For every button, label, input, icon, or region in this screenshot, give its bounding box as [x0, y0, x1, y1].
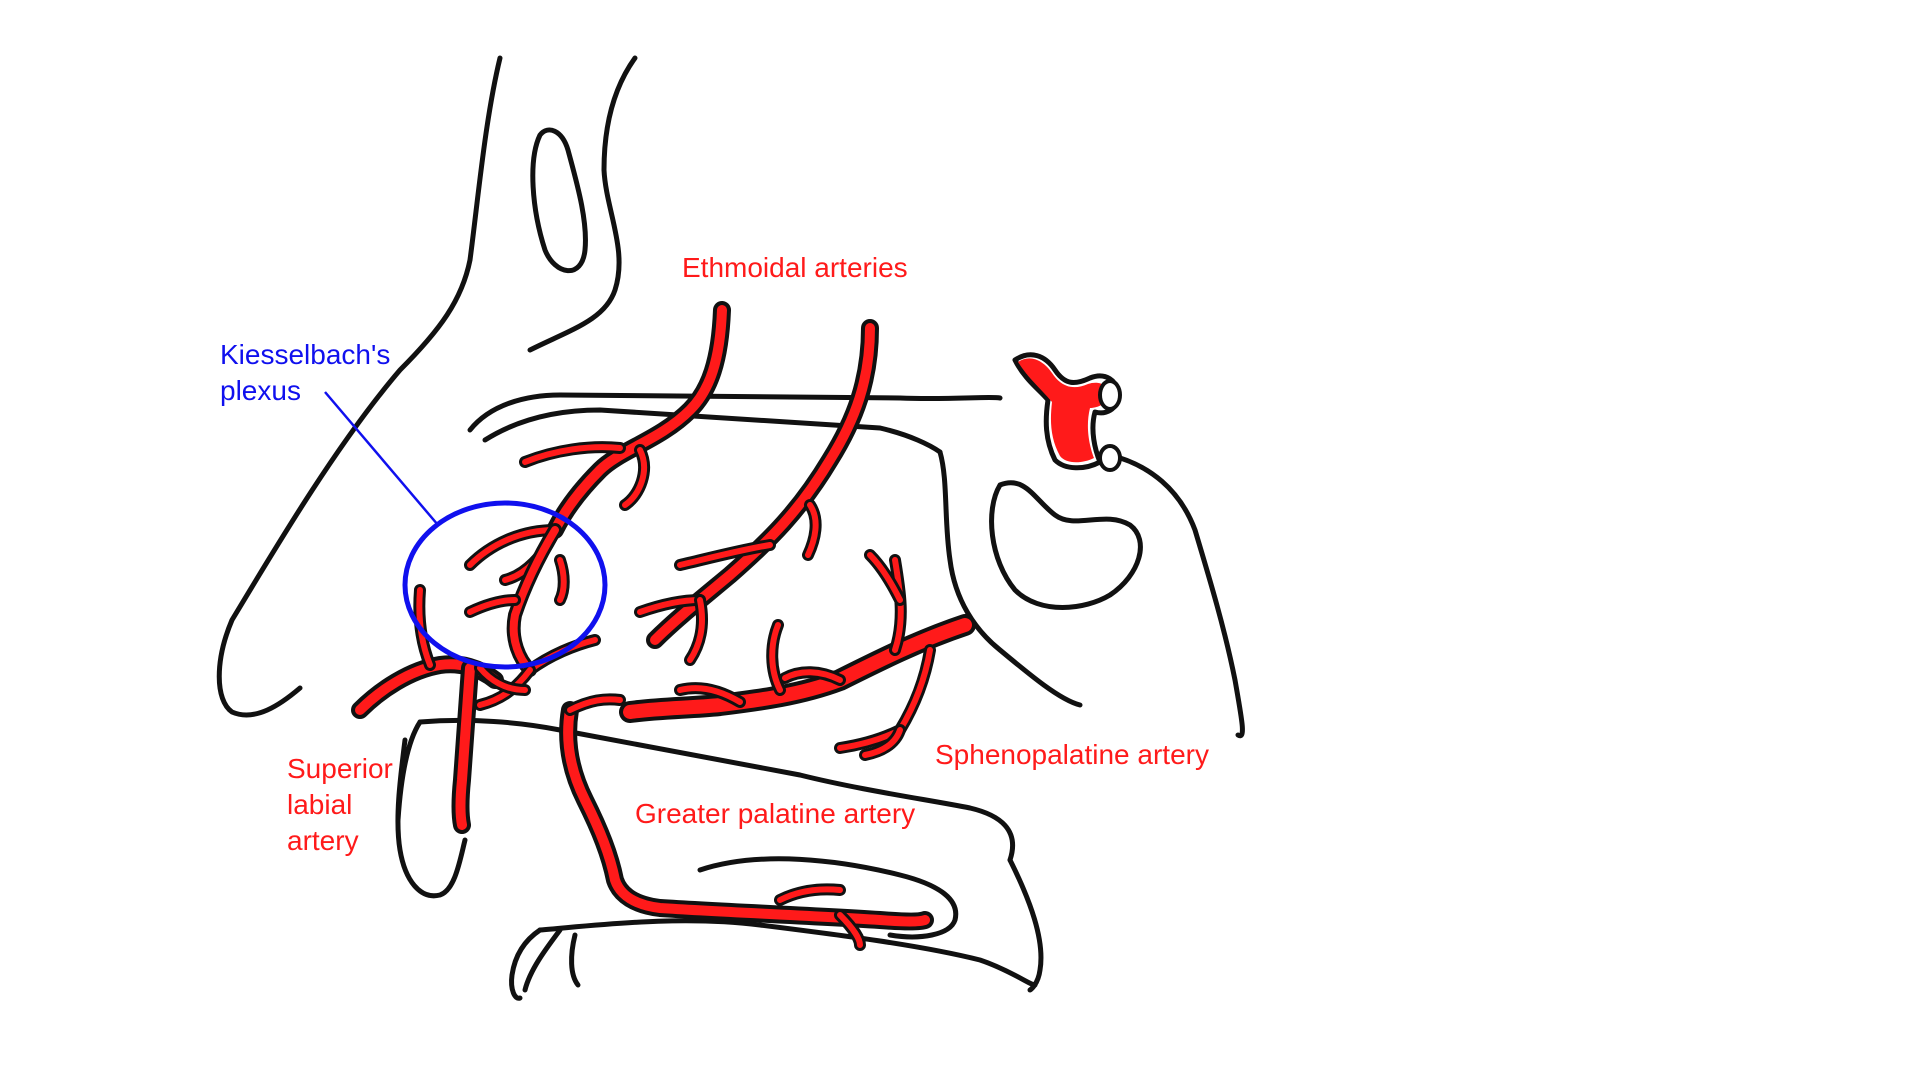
upper-lip: [395, 719, 423, 823]
posterior-ethmoidal-artery: [634, 319, 879, 666]
kiesselbach-circle: [402, 500, 608, 670]
nasal-roof: [467, 392, 1003, 433]
sphenoid-wall: [937, 449, 1083, 708]
label-superior-labial-line1: Superior: [287, 753, 393, 784]
nose-dorsum-inner: [527, 55, 638, 353]
label-sphenopalatine-artery: Sphenopalatine artery: [935, 739, 1209, 770]
nasopharynx-outline: [1107, 452, 1245, 739]
soft-palate: [1007, 857, 1044, 993]
oral-floor: [537, 918, 1038, 988]
cribriform-line: [482, 407, 943, 455]
labels: Ethmoidal arteries Kiesselbach's plexus …: [220, 252, 1209, 856]
sphenoidal-artery-cut: [1012, 352, 1122, 472]
arteries: [351, 301, 1122, 951]
label-ethmoidal-arteries: Ethmoidal arteries: [682, 252, 908, 283]
kiesselbach-marker: [324, 391, 608, 670]
label-superior-labial-line3: artery: [287, 825, 359, 856]
label-kiesselbach-line2: plexus: [220, 375, 301, 406]
sphenoid-sinus: [989, 480, 1143, 610]
label-kiesselbach-line1: Kiesselbach's: [220, 339, 390, 370]
anatomy-outline: [216, 55, 1245, 1001]
palate-upper: [417, 717, 1016, 863]
superior-labial-artery-vessel: [351, 584, 531, 834]
nose-dorsum-outer: [216, 55, 503, 718]
greater-palatine-artery-vessel: [559, 693, 934, 951]
palate-arch: [697, 856, 959, 940]
sphenopalatine-artery-vessel: [619, 549, 976, 761]
kiesselbach-pointer: [324, 391, 439, 526]
incisor: [522, 927, 581, 993]
label-greater-palatine-artery: Greater palatine artery: [635, 798, 915, 829]
frontal-sinus: [530, 127, 588, 274]
anterior-ethmoidal-artery: [464, 301, 731, 586]
lower-jaw: [509, 927, 543, 1001]
label-superior-labial-line2: labial: [287, 789, 352, 820]
